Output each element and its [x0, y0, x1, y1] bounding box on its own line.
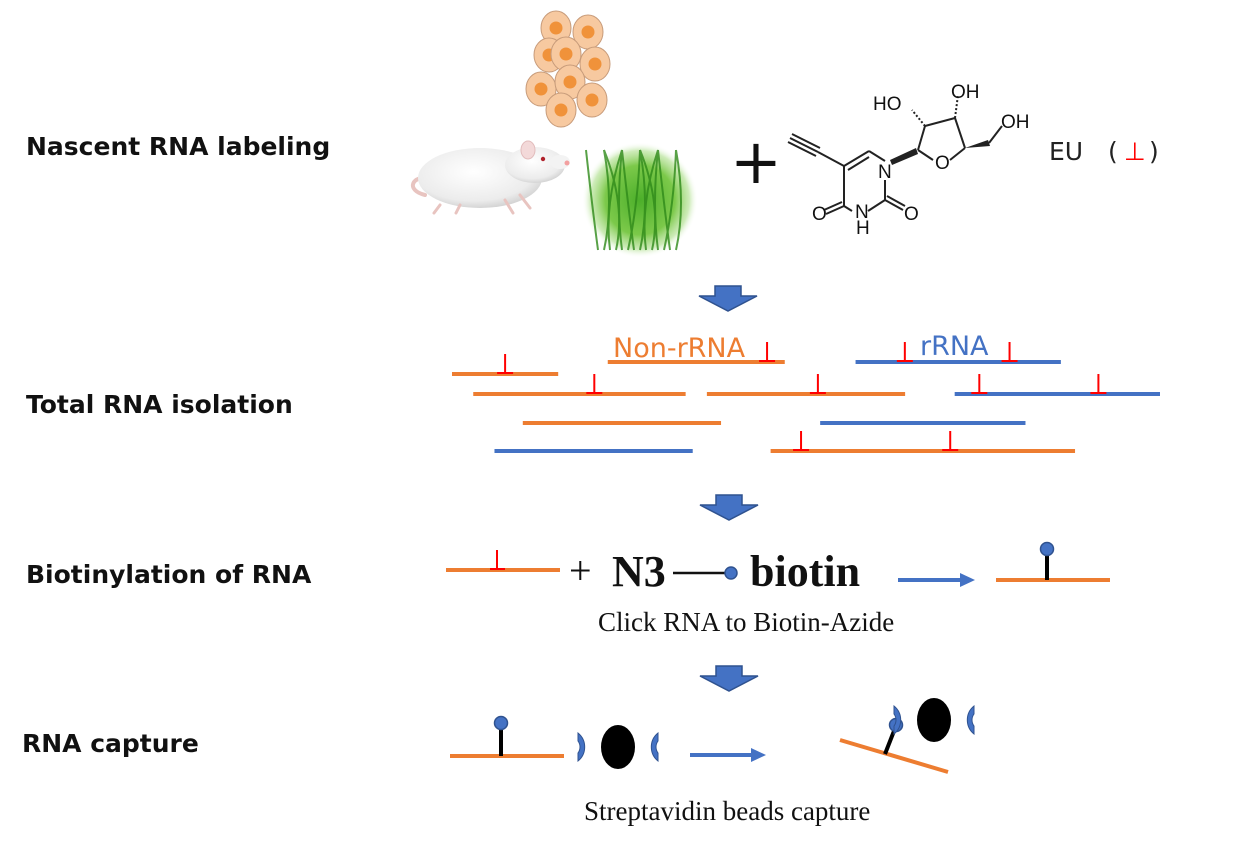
non-rrna-strand [770, 431, 1076, 453]
cells-icon [525, 10, 611, 128]
biotin-dot-icon [724, 566, 738, 580]
grass-blade [654, 149, 659, 251]
plus-sign-biotinylation: + [569, 548, 592, 593]
svg-text:O: O [904, 204, 919, 225]
grass-blade [627, 149, 641, 251]
eu-paren-open: ( [1108, 137, 1118, 166]
right-arrow-capture [690, 748, 766, 762]
svg-text:N: N [878, 162, 892, 183]
arrow-head [751, 748, 766, 762]
streptavidin-left-pocket [577, 731, 586, 763]
streptavidin-left-pocket [893, 704, 902, 736]
capture-caption: Streptavidin beads capture [584, 796, 870, 826]
step-label-total-rna-isolation: Total RNA isolation [26, 390, 293, 419]
rrna-strand [855, 342, 1061, 364]
grass-blade [618, 149, 623, 251]
svg-text:OH: OH [951, 82, 980, 103]
cell-nucleus [588, 57, 602, 71]
plant-icon [582, 142, 698, 258]
arrow-head [960, 573, 975, 587]
svg-text:O: O [812, 204, 827, 225]
non-rrna-label: Non-rRNA [613, 333, 746, 364]
right-arrow-biotinylation [898, 573, 975, 587]
grass-blade [621, 149, 635, 251]
grass-blade [639, 149, 646, 251]
down-arrow-2 [699, 494, 759, 521]
cell-nucleus [585, 93, 599, 107]
plus-sign: + [730, 125, 782, 198]
grass-blade [657, 149, 671, 251]
bead-core [601, 725, 635, 769]
bead-core [917, 698, 951, 742]
streptavidin-right-pocket [650, 731, 659, 763]
cell-nucleus [534, 82, 548, 96]
down-arrow-1 [698, 285, 758, 312]
grass-blade [643, 149, 659, 251]
cell-nucleus [563, 75, 577, 89]
eu-molecule-structure [787, 94, 1003, 215]
cell-nucleus [549, 21, 563, 35]
step-label-rna-capture: RNA capture [22, 729, 199, 758]
biotin-label: biotin [750, 547, 860, 596]
down-arrow-shape [699, 665, 759, 692]
grass-blade [603, 149, 610, 251]
step-label-nascent-rna-labeling: Nascent RNA labeling [26, 132, 330, 161]
down-arrow-shape [699, 494, 759, 521]
non-rrna-strand [452, 354, 559, 376]
grass-blade [603, 149, 621, 251]
svg-text:O: O [935, 153, 950, 174]
cell-nucleus [554, 103, 568, 117]
eu-mark-symbol: ⊥ [1124, 137, 1146, 166]
non-rrna-strand [473, 374, 686, 396]
down-arrow-3 [699, 665, 759, 692]
grass-blade [663, 149, 677, 251]
eu-label: EU [1049, 137, 1083, 166]
down-arrow-shape [698, 285, 758, 312]
labeled-rna-strand [446, 550, 560, 572]
grass-blade [585, 149, 599, 251]
streptavidin-right-pocket [966, 704, 975, 736]
svg-text:HO: HO [873, 94, 902, 115]
non-rrna-strand [706, 374, 906, 396]
grass-blade [607, 149, 623, 251]
cell-nucleus [581, 25, 595, 39]
svg-text:H: H [856, 218, 870, 239]
step-label-biotinylation: Biotinylation of RNA [26, 560, 312, 589]
rrna-label: rRNA [920, 331, 989, 362]
rat-icon [411, 140, 570, 215]
biotinylated-rna-capture [450, 715, 564, 758]
eu-paren-close: ) [1149, 137, 1159, 166]
non-rrna-strand [607, 342, 785, 364]
grass-blade [639, 149, 657, 251]
rna-strands [452, 342, 1160, 453]
svg-text:OH: OH [1001, 112, 1030, 133]
streptavidin-bead-icon [577, 725, 659, 769]
svg-text:N: N [855, 202, 869, 223]
biotinylation-caption: Click RNA to Biotin-Azide [598, 607, 894, 637]
n3-azide-label: N3 [612, 547, 666, 596]
cell-nucleus [559, 47, 573, 61]
eu-molecule-atoms: HO OH OH N O O O N H [812, 82, 1030, 239]
captured-streptavidin-bead-icon [893, 698, 975, 742]
grass-blade [675, 149, 682, 251]
biotinylated-rna [996, 541, 1110, 582]
rrna-strand [954, 374, 1160, 396]
